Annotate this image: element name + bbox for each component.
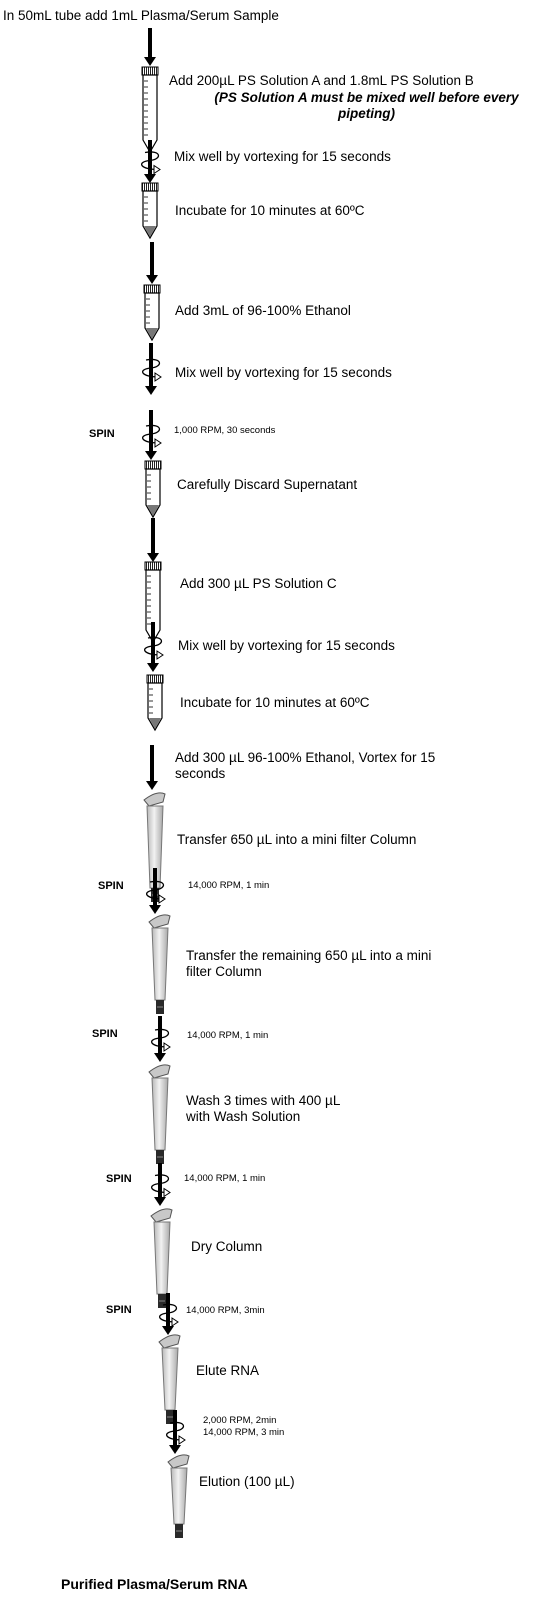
vortex-swirl-icon <box>166 1421 186 1445</box>
spin-label-1: SPIN <box>89 428 115 440</box>
down-arrow-icon <box>147 622 159 672</box>
down-arrow-icon <box>169 1410 181 1454</box>
step-wash-line1: Wash 3 times with 400 µL <box>186 1093 341 1108</box>
step-transfer-2-line2: filter Column <box>186 964 262 979</box>
step-add-ethanol-2-line2: seconds <box>175 766 226 781</box>
conical-tube-icon <box>141 66 159 154</box>
spin-label-5: SPIN <box>106 1304 132 1316</box>
down-arrow-icon <box>146 242 158 284</box>
vortex-swirl-icon <box>146 880 166 904</box>
spin-setting-5: 14,000 RPM, 3min <box>186 1305 265 1316</box>
spin-column-icon <box>150 1208 173 1308</box>
spin-setting-3: 14,000 RPM, 1 min <box>187 1030 269 1041</box>
down-arrow-icon <box>144 140 156 183</box>
step-discard: Carefully Discard Supernatant <box>177 477 358 492</box>
intro-text: In 50mL tube add 1mL Plasma/Serum Sample <box>3 8 279 23</box>
vortex-swirl-icon <box>142 358 162 382</box>
spin-setting-4: 14,000 RPM, 1 min <box>184 1173 266 1184</box>
down-arrow-icon <box>144 28 156 66</box>
spin-setting-2: 14,000 RPM, 1 min <box>188 880 270 891</box>
spin-setting-1: 1,000 RPM, 30 seconds <box>174 425 276 436</box>
vortex-swirl-icon <box>141 151 161 175</box>
step-vortex-1: Mix well by vortexing for 15 seconds <box>174 149 391 164</box>
down-arrow-icon <box>154 1163 166 1206</box>
down-arrow-icon <box>145 410 157 460</box>
step-add-solutions: Add 200µL PS Solution A and 1.8mL PS Sol… <box>169 73 474 88</box>
down-arrow-icon <box>146 745 158 790</box>
vortex-swirl-icon <box>159 1303 179 1327</box>
warning-note: (PS Solution A must be mixed well before… <box>214 90 519 121</box>
step-transfer-1: Transfer 650 µL into a mini filter Colum… <box>177 832 417 847</box>
vortex-swirl-icon <box>151 1028 171 1052</box>
spin-column-icon <box>167 1454 190 1538</box>
spin-column-icon <box>148 914 171 1014</box>
conical-tube-icon <box>143 284 161 342</box>
step-add-ethanol-2-line1: Add 300 µL 96-100% Ethanol, Vortex for 1… <box>175 750 436 765</box>
step-transfer-2-line1: Transfer the remaining 650 µL into a min… <box>186 948 432 963</box>
step-vortex-3: Mix well by vortexing for 15 seconds <box>178 638 395 653</box>
vortex-swirl-icon <box>151 1174 171 1198</box>
down-arrow-icon <box>162 1293 174 1335</box>
down-arrow-icon <box>147 518 159 562</box>
vortex-swirl-icon <box>144 636 164 660</box>
step-vortex-2: Mix well by vortexing for 15 seconds <box>175 365 392 380</box>
spin-column-icon <box>148 1064 171 1164</box>
spin-label-4: SPIN <box>106 1173 132 1185</box>
conical-tube-icon <box>144 561 162 644</box>
spin-label-2: SPIN <box>98 880 124 892</box>
elute-spin-line2: 14,000 RPM, 3 min <box>203 1427 285 1438</box>
down-arrow-icon <box>145 343 157 395</box>
final-product: Purified Plasma/Serum RNA <box>61 1576 248 1592</box>
down-arrow-icon <box>154 1016 166 1062</box>
step-dry-column: Dry Column <box>191 1239 263 1254</box>
step-elution: Elution (100 µL) <box>199 1474 295 1489</box>
conical-tube-icon <box>141 182 159 240</box>
step-add-solution-c: Add 300 µL PS Solution C <box>180 576 337 591</box>
conical-tube-icon <box>144 460 162 519</box>
spin-label-3: SPIN <box>92 1028 118 1040</box>
step-add-ethanol: Add 3mL of 96-100% Ethanol <box>175 303 351 318</box>
step-incubate-2: Incubate for 10 minutes at 60ºC <box>180 695 370 710</box>
down-arrow-icon <box>149 868 161 914</box>
conical-tube-icon <box>146 674 164 732</box>
step-wash-line2: with Wash Solution <box>186 1109 301 1124</box>
spin-column-icon <box>158 1334 181 1424</box>
step-incubate-1: Incubate for 10 minutes at 60ºC <box>175 203 365 218</box>
step-elute-rna: Elute RNA <box>196 1363 260 1378</box>
elute-spin-line1: 2,000 RPM, 2min <box>203 1415 277 1426</box>
vortex-swirl-icon <box>142 424 162 448</box>
